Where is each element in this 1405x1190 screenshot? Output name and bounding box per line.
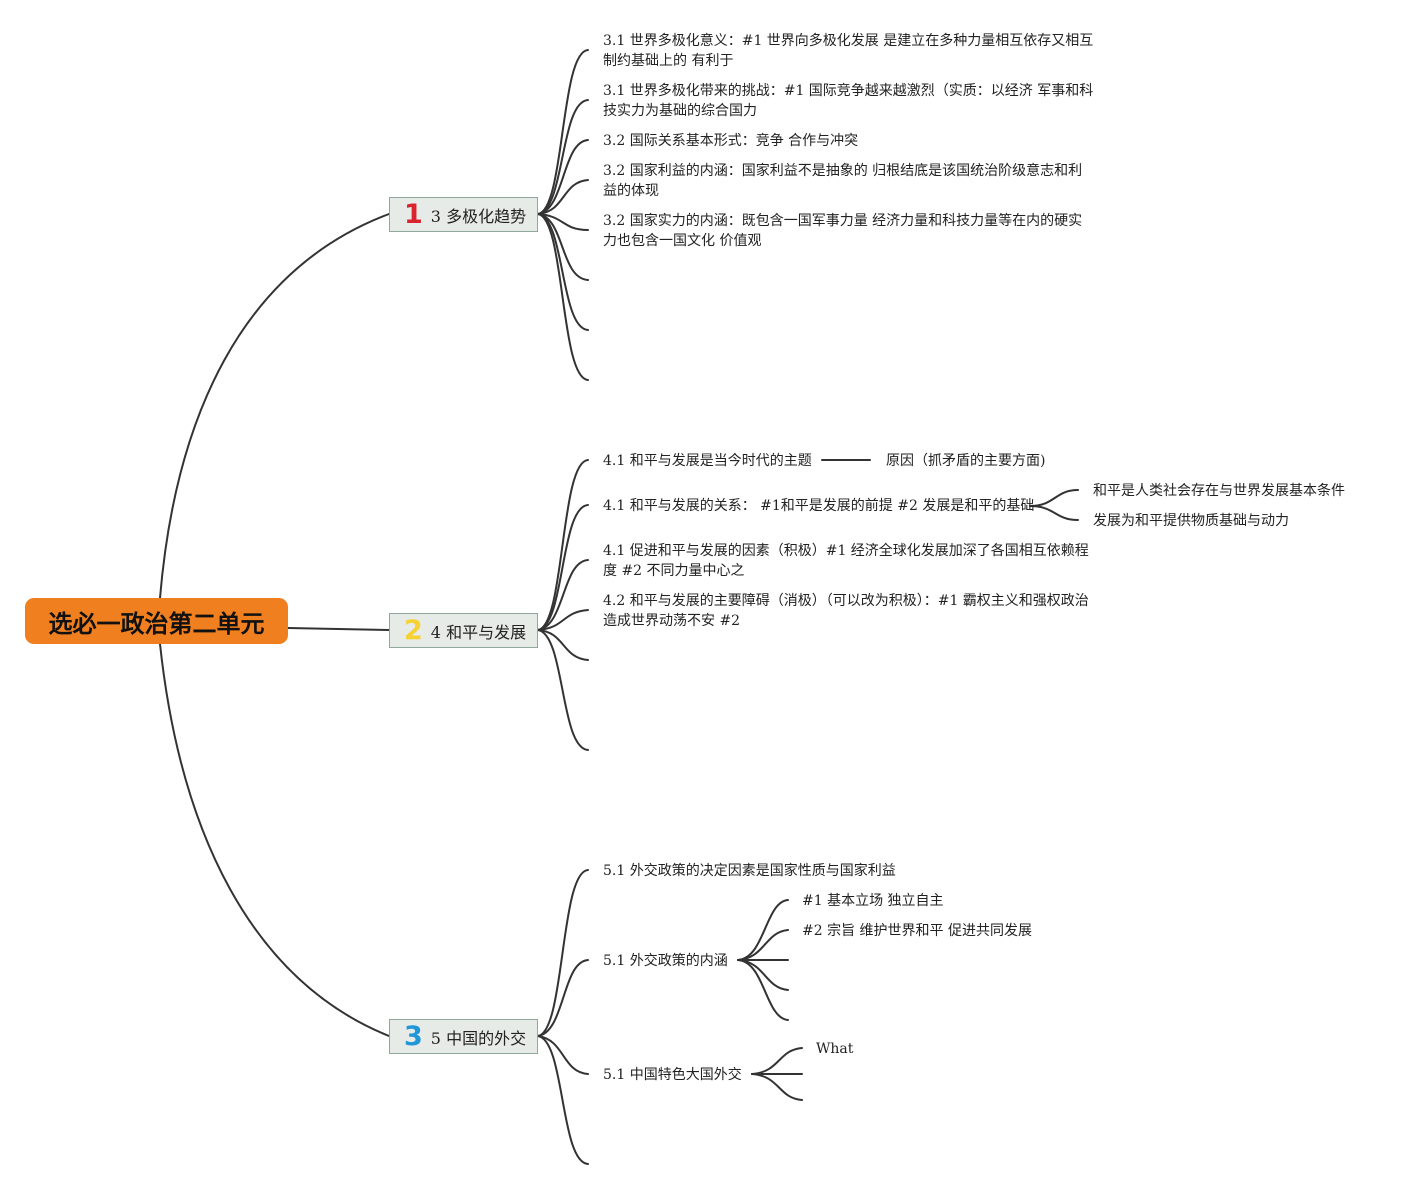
leaf-topic[interactable]: 3.2 国家实力的内涵：既包含一国军事力量 经济力量和科技力量等在内的硬实力也包… xyxy=(603,213,1083,249)
leaf-topic[interactable]: 和平是人类社会存在与世界发展基本条件 xyxy=(1093,483,1345,499)
leaf-topic[interactable]: 5.1 中国特色大国外交 xyxy=(603,1067,742,1083)
leaf-topic[interactable]: 4.1 促进和平与发展的因素（积极）#1 经济全球化发展加深了各国相互依赖程度 … xyxy=(603,543,1089,579)
leaf-topic[interactable]: #1 基本立场 独立自主 xyxy=(802,893,944,909)
branch-label: 5 中国的外交 xyxy=(430,1028,527,1048)
branch-topic-multipolarity[interactable]: 1 3 多极化趋势 xyxy=(389,197,538,232)
links-branch-3 xyxy=(537,869,803,1165)
root-topic[interactable]: 选必一政治第二单元 xyxy=(25,598,288,644)
priority-1-icon: 1 xyxy=(404,199,423,230)
branch-label: 4 和平与发展 xyxy=(430,622,527,642)
leaf-topic[interactable]: 4.1 和平与发展的关系： #1和平是发展的前提 #2 发展是和平的基础 xyxy=(603,498,1035,514)
leaf-topic[interactable]: 3.2 国家利益的内涵：国家利益不是抽象的 归根结底是该国统治阶级意志和利益的体… xyxy=(603,163,1083,199)
branch-label: 3 多极化趋势 xyxy=(430,206,527,226)
leaf-topic[interactable]: 4.2 和平与发展的主要障碍（消极）（可以改为积极）：#1 霸权主义和强权政治造… xyxy=(603,593,1089,629)
link-root-branch-1 xyxy=(159,213,390,599)
link-root-branch-3 xyxy=(159,643,390,1037)
branch-topic-china-diplomacy[interactable]: 3 5 中国的外交 xyxy=(389,1019,538,1054)
priority-3-icon: 3 xyxy=(404,1021,423,1052)
leaf-topic[interactable]: 3.2 国际关系基本形式：竞争 合作与冲突 xyxy=(603,133,859,149)
links-branch-1 xyxy=(537,49,589,381)
leaf-topic[interactable]: 5.1 外交政策的内涵 xyxy=(603,953,728,969)
root-topic-label: 选必一政治第二单元 xyxy=(48,609,265,638)
link-root-branch-2 xyxy=(287,627,390,631)
leaf-topic[interactable]: 原因（抓矛盾的主要方面) xyxy=(886,453,1046,469)
leaf-topic[interactable]: 3.1 世界多极化带来的挑战：#1 国际竞争越来越激烈（实质：以经济 军事和科技… xyxy=(603,83,1094,119)
branch-topic-peace-development[interactable]: 2 4 和平与发展 xyxy=(389,613,538,648)
links-branch-2 xyxy=(537,459,1079,751)
leaf-topic[interactable]: 5.1 外交政策的决定因素是国家性质与国家利益 xyxy=(603,863,896,879)
leaf-topic[interactable]: #2 宗旨 维护世界和平 促进共同发展 xyxy=(802,923,1032,939)
leaf-topic[interactable]: What xyxy=(816,1041,854,1057)
priority-2-icon: 2 xyxy=(404,615,423,646)
leaf-topic[interactable]: 4.1 和平与发展是当今时代的主题 xyxy=(603,453,812,469)
leaf-topic[interactable]: 发展为和平提供物质基础与动力 xyxy=(1093,513,1289,529)
leaf-topic[interactable]: 3.1 世界多极化意义：#1 世界向多极化发展 是建立在多种力量相互依存又相互制… xyxy=(603,33,1094,69)
